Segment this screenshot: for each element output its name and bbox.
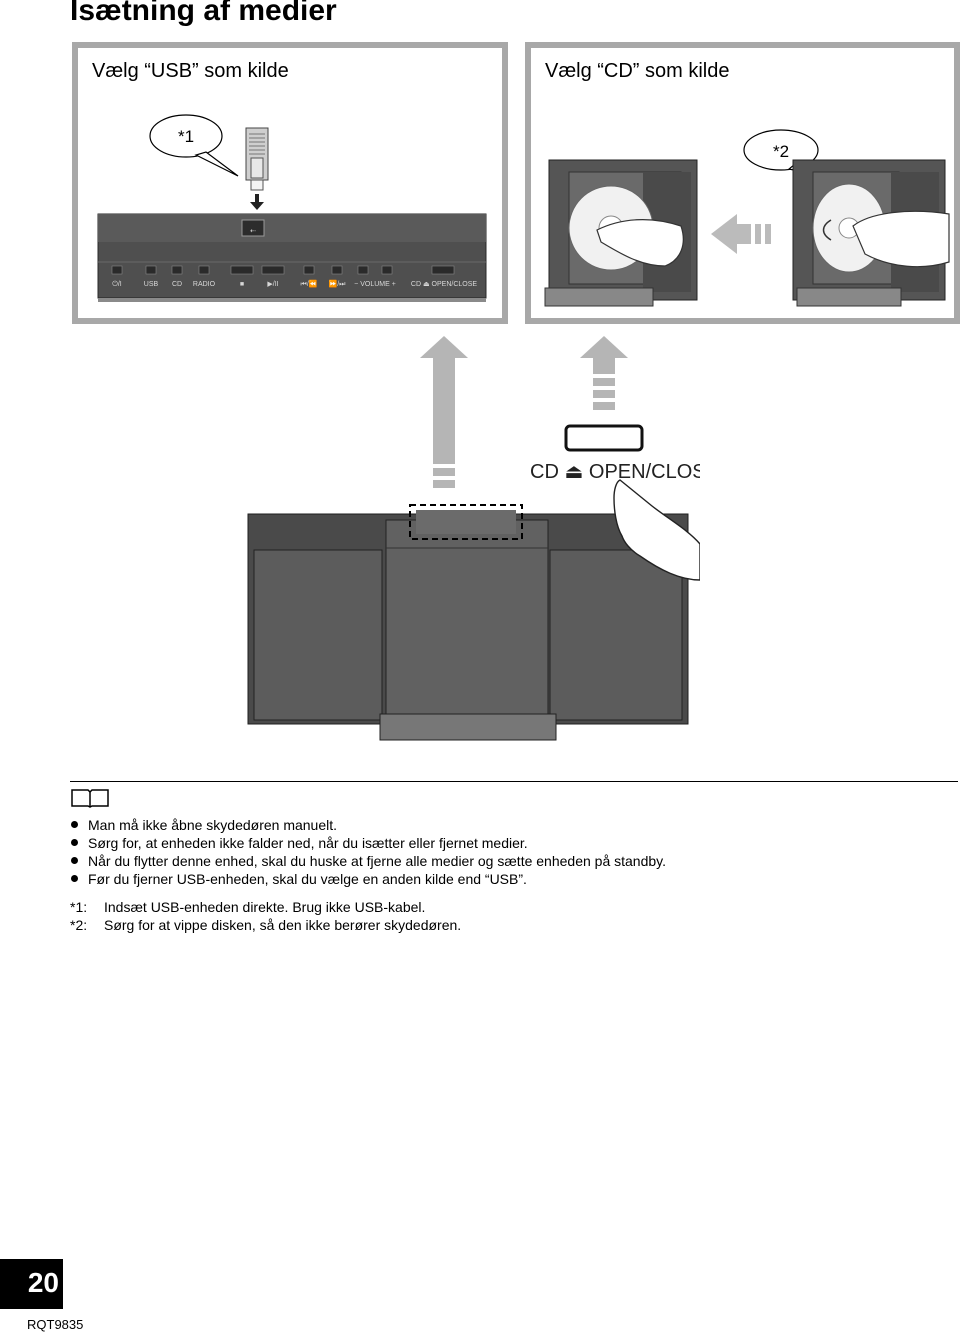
page-number: 20 (27, 1267, 59, 1298)
arrow-up-icon (420, 336, 468, 488)
footnote-2: *2:Sørg for at vippe disken, så den ikke… (70, 917, 462, 933)
list-item: Når du flytter denne enhed, skal du husk… (70, 852, 666, 870)
bullet-icon (71, 839, 78, 846)
svg-text:⇠: ⇠ (250, 228, 256, 235)
open-close-button[interactable] (564, 424, 644, 452)
top-buttons-row (111, 265, 455, 275)
open-close-button-label: CD ⏏ OPEN/CLOSE (411, 281, 477, 288)
bullet-icon (71, 875, 78, 882)
radio-button-label: RADIO (193, 281, 216, 288)
open-close-slot (416, 510, 516, 534)
cd-button-label: CD (172, 281, 182, 288)
skip-forward-button-label: ⏩/⏭ (329, 279, 347, 288)
usb-callout-text: *1 (178, 127, 194, 146)
cd-instruction-panel: Vælg “CD” som kilde *2 (525, 42, 960, 324)
cd-panel-heading: Vælg “CD” som kilde (545, 60, 730, 82)
open-close-label: CD ⏏ OPEN/CLOSE (530, 461, 700, 483)
notes-section: Man må ikke åbne skydedøren manuelt. Sør… (70, 781, 958, 933)
book-icon (71, 789, 109, 808)
highlight-frame (409, 504, 523, 540)
usb-illustration: *1 ⇠ (97, 114, 487, 302)
usb-callout-bubble: *1 (149, 114, 239, 177)
volume-button-label: − VOLUME + (354, 281, 396, 288)
document-code: RQT9835 (27, 1317, 84, 1332)
usb-stick-icon (245, 127, 269, 191)
power-button-label: ⏻/I (112, 280, 121, 288)
footnotes: *1:Indsæt USB-enheden direkte. Brug ikke… (70, 898, 461, 934)
stereo-body (247, 513, 689, 741)
bullet-icon (71, 821, 78, 828)
cd-callout-text: *2 (773, 142, 789, 161)
arrow-up-icon (580, 336, 628, 410)
cd-tray-unit-removed (544, 159, 698, 307)
usb-instruction-panel: Vælg “USB” som kilde *1 (72, 42, 508, 324)
stop-button-label: ■ (240, 281, 244, 288)
page-number-badge: 20 (0, 1259, 63, 1309)
arrow-left-icon (711, 214, 771, 254)
usb-panel-heading: Vælg “USB” som kilde (92, 60, 289, 82)
usb-button-label: USB (144, 281, 159, 288)
skip-back-button-label: ⏮/⏪ (301, 279, 318, 288)
page-title: Isætning af medier (70, 0, 337, 27)
notes-divider (70, 781, 958, 782)
notes-bullet-list: Man må ikke åbne skydedøren manuelt. Sør… (70, 816, 666, 888)
list-item: Før du fjerner USB-enheden, skal du vælg… (70, 870, 666, 888)
bullet-icon (71, 857, 78, 864)
footnote-1: *1:Indsæt USB-enheden direkte. Brug ikke… (70, 899, 426, 915)
arrow-down-icon (250, 194, 264, 210)
play-pause-button-label: ▶/II (267, 281, 278, 288)
cd-illustration: *2 (544, 129, 950, 307)
stereo-front-illustration: CD ⏏ OPEN/CLOSE (247, 336, 700, 741)
stereo-top-panel: ⇠ ⏻/I USB CD RADIO ■ ▶/II ⏮/⏪ ⏩/ (97, 213, 487, 302)
list-item: Man må ikke åbne skydedøren manuelt. (70, 816, 666, 834)
list-item: Sørg for, at enheden ikke falder ned, nå… (70, 834, 666, 852)
cd-tray-unit-inserted (792, 159, 950, 307)
pointing-finger-icon (613, 479, 700, 581)
